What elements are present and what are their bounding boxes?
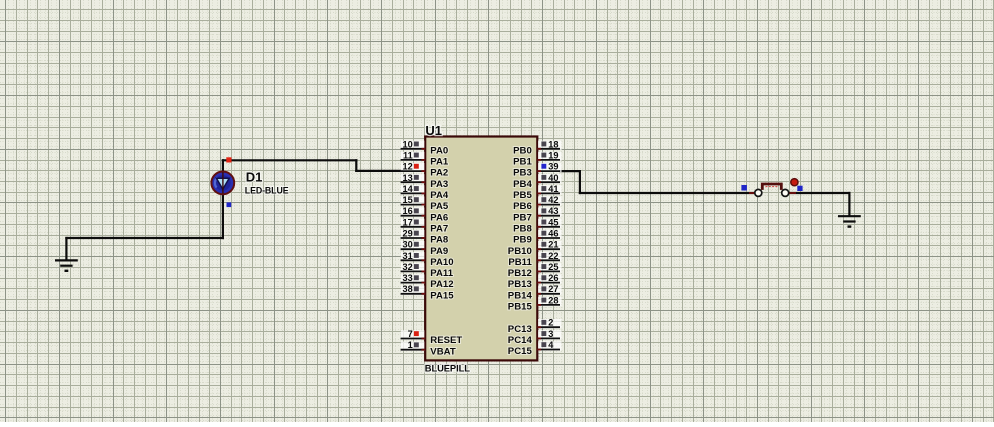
svg-text:PB15: PB15 <box>508 302 533 313</box>
svg-text:PC13: PC13 <box>508 324 532 335</box>
svg-text:13: 13 <box>402 173 412 183</box>
svg-text:PB6: PB6 <box>513 201 532 212</box>
svg-text:16: 16 <box>402 206 412 216</box>
svg-text:31: 31 <box>402 251 412 261</box>
svg-text:PB5: PB5 <box>513 190 532 201</box>
svg-text:46: 46 <box>548 229 558 239</box>
svg-text:PB13: PB13 <box>508 279 532 290</box>
svg-text:PA9: PA9 <box>430 246 448 257</box>
svg-text:33: 33 <box>402 273 412 283</box>
svg-text:PB8: PB8 <box>513 223 532 234</box>
svg-text:3: 3 <box>548 329 553 339</box>
svg-text:39: 39 <box>548 162 558 172</box>
svg-text:PA2: PA2 <box>430 168 448 179</box>
svg-text:27: 27 <box>548 284 558 294</box>
svg-text:22: 22 <box>548 251 558 261</box>
svg-text:1: 1 <box>408 340 413 350</box>
svg-text:PC15: PC15 <box>508 346 533 357</box>
svg-text:PA5: PA5 <box>430 201 449 212</box>
svg-text:RESET: RESET <box>430 335 462 346</box>
svg-text:2: 2 <box>548 318 553 328</box>
svg-text:VBAT: VBAT <box>430 346 456 357</box>
svg-text:LED-BLUE: LED-BLUE <box>245 186 289 196</box>
svg-text:18: 18 <box>548 139 558 149</box>
svg-text:PB3: PB3 <box>513 168 532 179</box>
svg-text:PB10: PB10 <box>508 246 532 257</box>
svg-text:14: 14 <box>402 184 413 194</box>
svg-text:11: 11 <box>403 150 413 160</box>
svg-text:PC14: PC14 <box>508 335 533 346</box>
svg-text:PB11: PB11 <box>508 257 532 268</box>
svg-text:45: 45 <box>548 217 558 227</box>
svg-text:15: 15 <box>402 195 412 205</box>
svg-text:7: 7 <box>408 329 413 339</box>
svg-text:BLUEPILL: BLUEPILL <box>425 362 470 373</box>
svg-text:PA8: PA8 <box>430 235 449 246</box>
svg-text:PA7: PA7 <box>430 223 448 234</box>
svg-text:PA6: PA6 <box>430 212 448 223</box>
svg-text:32: 32 <box>402 262 412 272</box>
svg-text:4: 4 <box>548 340 554 350</box>
svg-text:41: 41 <box>548 184 558 194</box>
svg-text:D1: D1 <box>246 170 263 185</box>
svg-text:38: 38 <box>402 284 412 294</box>
svg-text:PA3: PA3 <box>430 179 448 190</box>
svg-text:30: 30 <box>402 240 412 250</box>
svg-text:12: 12 <box>402 162 412 172</box>
svg-text:17: 17 <box>402 217 412 227</box>
svg-text:PA12: PA12 <box>430 279 453 290</box>
svg-text:19: 19 <box>548 150 558 160</box>
svg-text:PA10: PA10 <box>430 257 453 268</box>
svg-text:10: 10 <box>402 139 412 149</box>
svg-text:PB0: PB0 <box>513 145 532 156</box>
svg-text:40: 40 <box>548 173 558 183</box>
svg-text:21: 21 <box>548 240 558 250</box>
svg-text:PB1: PB1 <box>513 157 532 168</box>
svg-text:PA1: PA1 <box>430 157 449 168</box>
svg-text:PB12: PB12 <box>508 268 532 279</box>
svg-text:PB14: PB14 <box>508 290 533 301</box>
svg-text:26: 26 <box>548 273 558 283</box>
svg-text:PA0: PA0 <box>430 145 448 156</box>
svg-text:PA11: PA11 <box>430 268 453 279</box>
svg-text:29: 29 <box>402 229 412 239</box>
svg-text:42: 42 <box>548 195 558 205</box>
svg-text:25: 25 <box>548 262 558 272</box>
svg-text:PA4: PA4 <box>430 190 449 201</box>
svg-text:43: 43 <box>548 206 558 216</box>
svg-text:PA15: PA15 <box>430 290 454 301</box>
svg-text:28: 28 <box>548 295 558 305</box>
svg-text:PB7: PB7 <box>513 212 532 223</box>
svg-text:PB9: PB9 <box>513 235 532 246</box>
svg-text:PB4: PB4 <box>513 179 532 190</box>
svg-text:U1: U1 <box>425 123 442 138</box>
